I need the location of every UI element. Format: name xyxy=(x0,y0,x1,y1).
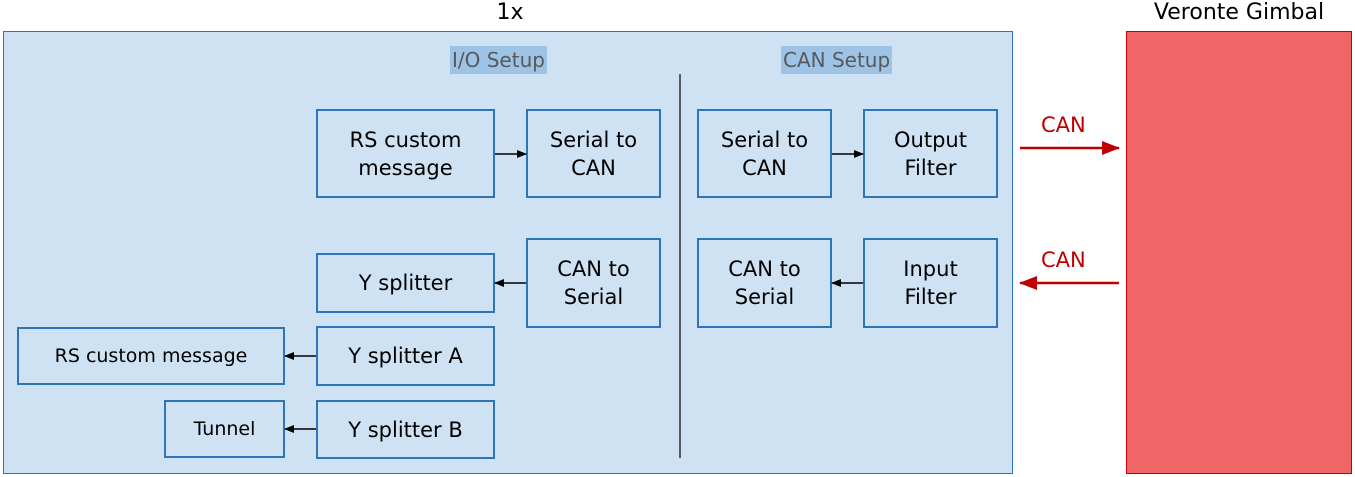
instances-label: 1x xyxy=(496,0,524,25)
gimbal-title: Veronte Gimbal xyxy=(1153,0,1325,25)
tunnel-block: Tunnel xyxy=(164,400,285,458)
can-serial-to-can-block: Serial to CAN xyxy=(697,109,832,198)
rs-custom-message-block: RS custom message xyxy=(316,109,495,198)
gimbal-block xyxy=(1126,31,1352,474)
output-filter-block: Output Filter xyxy=(863,109,998,198)
can-out-label: CAN xyxy=(1041,113,1086,137)
input-filter-block: Input Filter xyxy=(863,238,998,328)
y-splitter-block: Y splitter xyxy=(316,253,495,313)
section-divider xyxy=(679,74,681,458)
io-setup-label: I/O Setup xyxy=(450,46,547,74)
can-can-to-serial-block: CAN to Serial xyxy=(697,238,832,328)
y-splitter-b-block: Y splitter B xyxy=(316,400,495,459)
can-in-label: CAN xyxy=(1041,248,1086,272)
y-splitter-a-block: Y splitter A xyxy=(316,326,495,386)
io-can-to-serial-block: CAN to Serial xyxy=(526,238,661,328)
can-setup-label: CAN Setup xyxy=(781,46,893,74)
io-serial-to-can-block: Serial to CAN xyxy=(526,109,661,198)
